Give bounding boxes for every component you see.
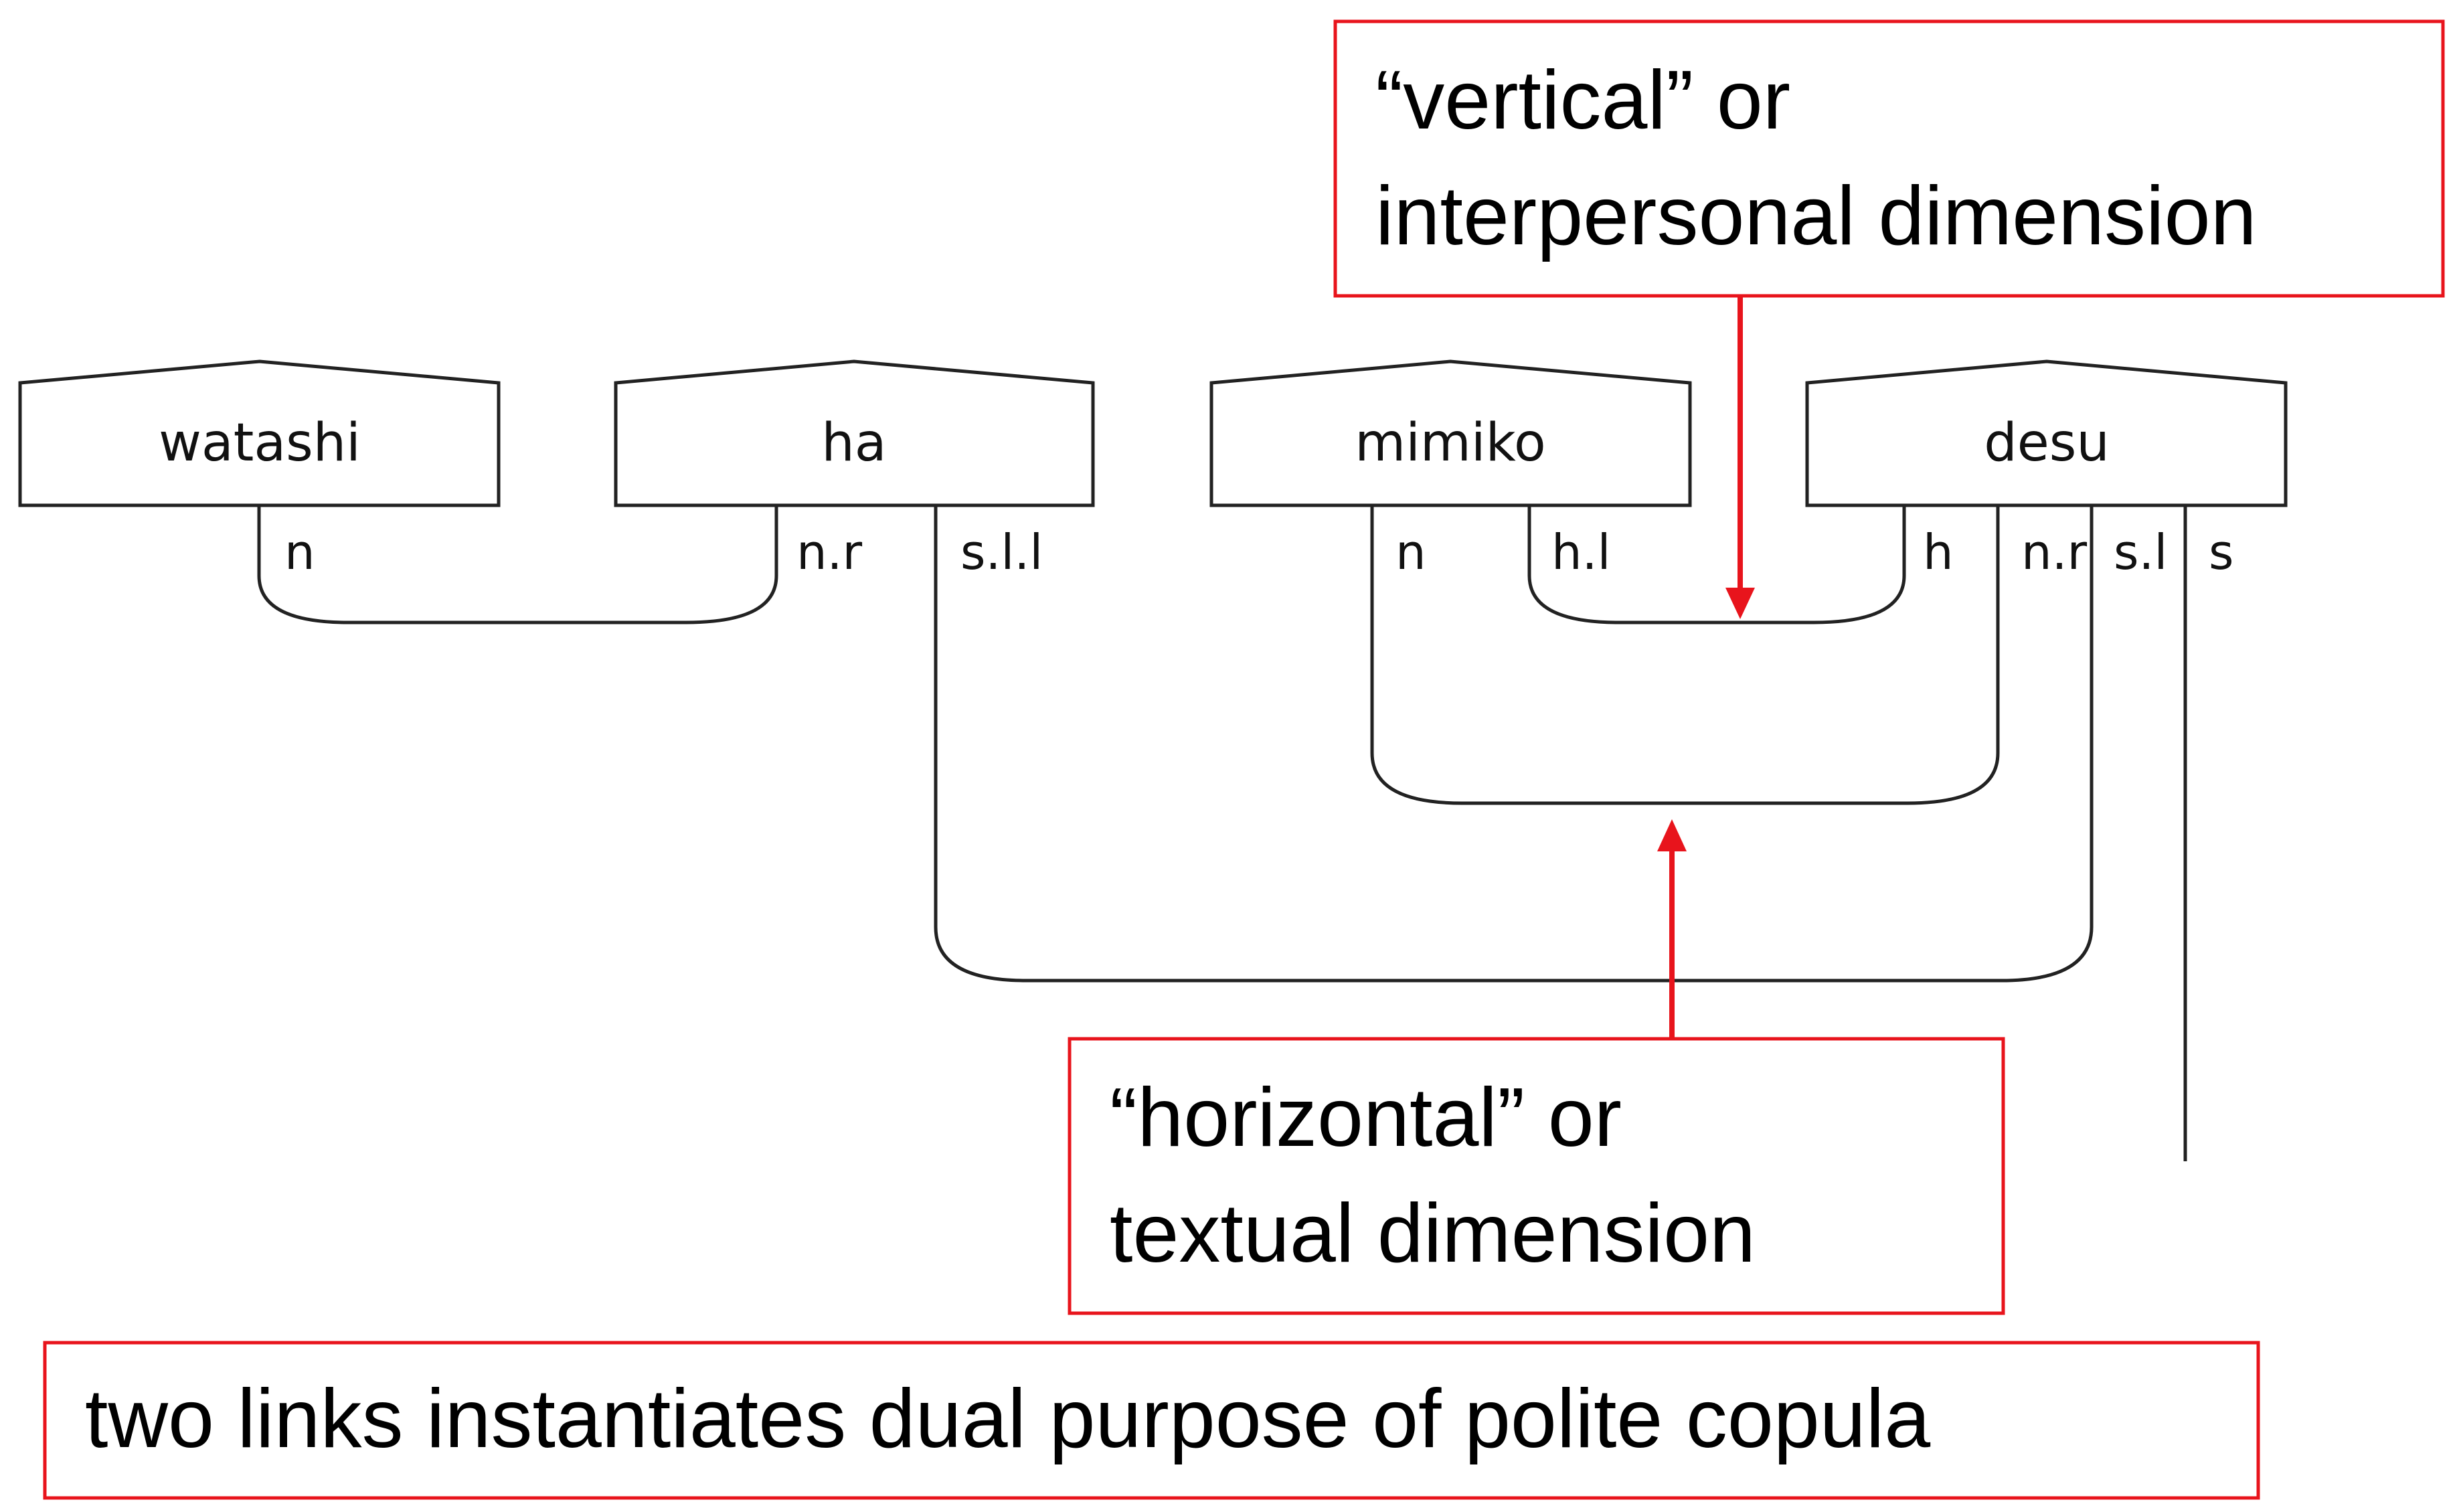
arrow-up-icon (1657, 819, 1687, 851)
callout-horizontal: “horizontal” or textual dimension (1068, 1037, 2005, 1315)
link-label-mimiko-hl: h.l (1551, 524, 1611, 580)
callout-vertical-box (1333, 19, 2445, 298)
link-label-desu-nr: n.r (2021, 524, 2088, 580)
word-label-ha: ha (821, 413, 886, 473)
link-label-watashi-n: n (284, 524, 315, 580)
word-box-mimiko: mimiko (1209, 359, 1692, 507)
link-label-desu-s: s (2209, 524, 2234, 580)
link-label-ha-nr: n.r (796, 524, 863, 580)
callout-vertical: “vertical” or interpersonal dimension (1333, 19, 2445, 298)
link-label-mimiko-n: n (1395, 524, 1426, 580)
callout-horizontal-line2: textual dimension (1110, 1187, 1756, 1280)
callout-vertical-line1: “vertical” or (1375, 54, 1790, 147)
word-label-mimiko: mimiko (1355, 413, 1545, 473)
callout-horizontal-box (1068, 1037, 2005, 1315)
link-label-ha-sll: s.l.l (960, 524, 1043, 580)
callout-bottom: two links instantiates dual purpose of p… (43, 1341, 2260, 1500)
callout-vertical-line2: interpersonal dimension (1375, 170, 2257, 262)
link-mimiko-desu-h (1527, 505, 1906, 624)
link-watashi-ha-n (257, 505, 778, 624)
word-label-desu: desu (1984, 413, 2110, 473)
word-box-ha: ha (614, 359, 1095, 507)
link-ha-desu-sl (934, 505, 2094, 983)
word-box-watashi: watashi (18, 359, 501, 507)
link-mimiko-desu-n (1370, 505, 2000, 805)
word-box-desu: desu (1805, 359, 2288, 507)
arrow-down-icon (1725, 588, 1755, 619)
word-label-watashi: watashi (159, 413, 361, 473)
callout-horizontal-line1: “horizontal” or (1110, 1072, 1622, 1164)
callout-bottom-box (43, 1341, 2260, 1500)
link-label-desu-h: h (1923, 524, 1954, 580)
link-label-desu-sl: s.l (2114, 524, 2167, 580)
callout-bottom-text: two links instantiates dual purpose of p… (85, 1373, 1930, 1465)
